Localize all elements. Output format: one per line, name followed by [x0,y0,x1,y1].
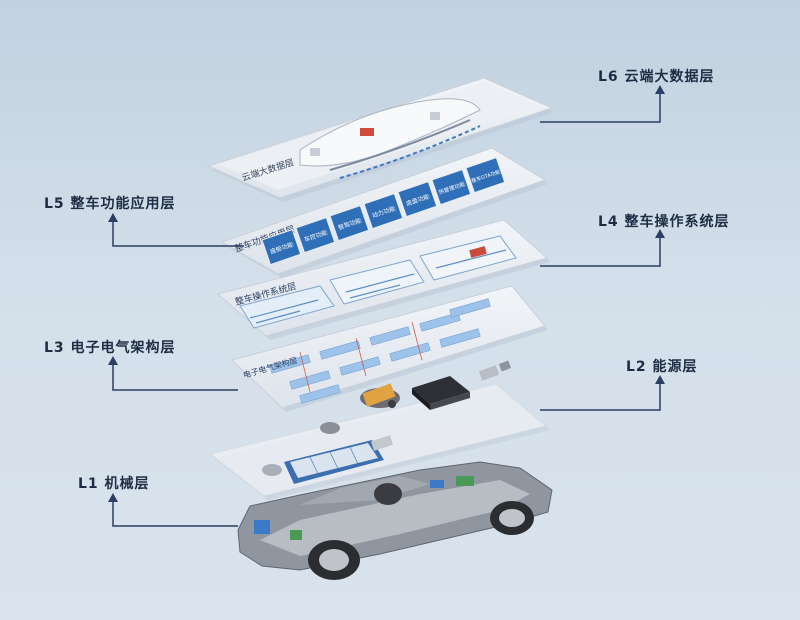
l6-panel [206,77,555,202]
label-l4: L4 整车操作系统层 [598,214,730,230]
controller-box [412,376,470,410]
arrow-up-icon [655,85,665,94]
tile-thermal: 热管理功能 [431,168,472,206]
battery-pack [284,440,384,484]
l3-panel [231,285,548,412]
connector-l1 [112,500,238,527]
l4-panel [216,219,550,340]
tile-powertrain: 动力功能 [363,192,404,230]
tile-vehicle-control: 车控功能 [295,216,336,254]
tile-smart-driving: 智驾功能 [329,204,370,242]
connector-l3 [112,363,238,391]
arrow-up-icon [655,375,665,384]
connector-l5 [112,220,244,247]
connectors [112,92,661,527]
arrow-up-icon [108,213,118,222]
label-l6: L6 云端大数据层 [598,69,715,85]
label-l1: L1 机械层 [78,476,150,492]
charger-module [478,360,512,381]
arrow-up-icon [655,229,665,238]
tile-ota: 整车OTA功能 [465,156,506,194]
label-l2: L2 能源层 [626,359,698,375]
arrow-up-icon [108,356,118,365]
connector-l2 [540,382,661,411]
label-l5: L5 整车功能应用层 [44,196,176,212]
arrowheads [108,85,665,502]
tile-chassis: 底盘功能 [397,180,438,218]
motor-drive-unit [360,383,400,408]
wheels [308,483,534,580]
arrow-up-icon [108,493,118,502]
small-components [262,422,394,476]
connector-l6 [540,92,661,123]
vehicle-chassis [237,461,553,571]
connector-l4 [540,236,661,267]
l5-function-tiles: 座舱功能 车控功能 智驾功能 动力功能 底盘功能 热管理功能 整车OTA功能 [261,156,506,266]
label-l3: L3 电子电气架构层 [44,340,176,356]
tile-cockpit: 座舱功能 [261,228,302,266]
